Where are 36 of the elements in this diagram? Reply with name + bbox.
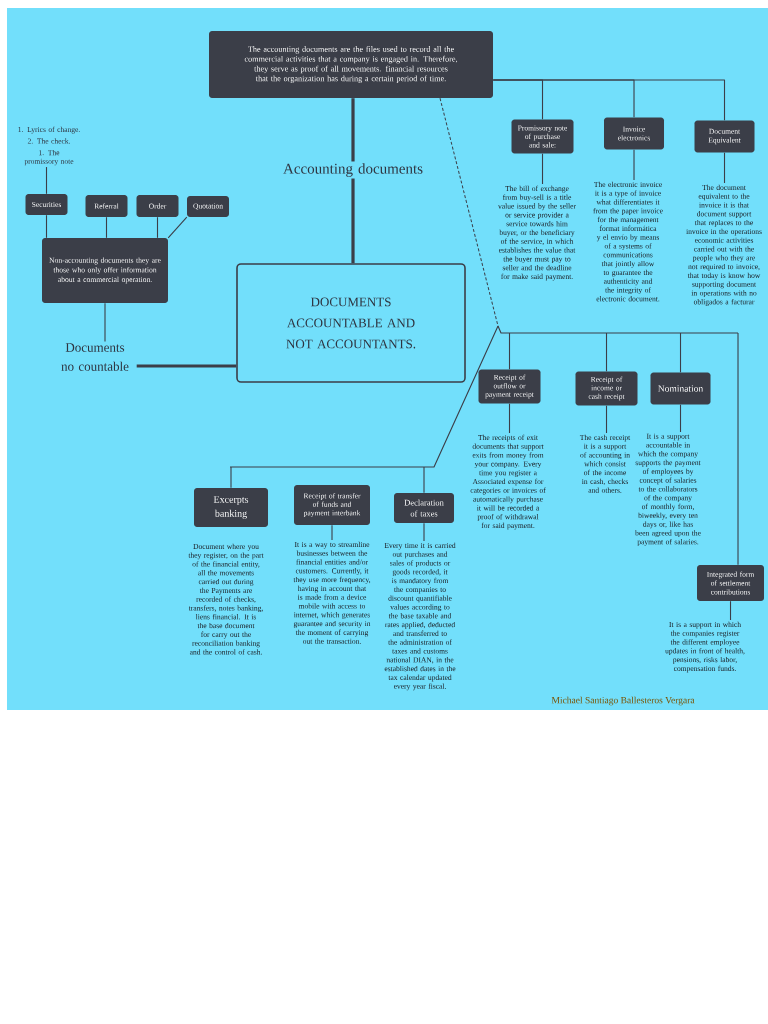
connector-line [45, 214, 48, 239]
heading-text: Documents no countable [61, 343, 129, 371]
connector-line [541, 153, 544, 185]
connector-line [229, 325, 499, 468]
connector-line [737, 332, 739, 566]
connector-line [351, 178, 355, 264]
connector-line [729, 600, 732, 621]
connector-line [331, 524, 333, 541]
title-box: DOCUMENTS ACCOUNTABLE AND NOT ACCOUNTANTS. [236, 263, 466, 383]
connector-line [439, 97, 499, 327]
connector-line [104, 302, 106, 343]
heading-text: Accounting documents [283, 163, 423, 177]
connector-line [423, 522, 425, 542]
category-box: Declaration of taxes [394, 493, 454, 523]
connector-line [156, 216, 159, 239]
author-name: Michael Santiago Ballesteros Vergara [551, 696, 695, 706]
connector-line [605, 332, 608, 372]
connector-line [105, 216, 108, 239]
connector-line [679, 332, 682, 373]
connector-line [508, 332, 511, 370]
connector-line [136, 364, 237, 368]
connector-line [605, 405, 608, 434]
category-box: Nomination [650, 372, 711, 405]
connector-line [351, 98, 355, 162]
connector-line [679, 404, 682, 433]
category-box: Excerpts banking [194, 488, 268, 527]
connector-line [633, 149, 635, 181]
connector-line [45, 166, 48, 195]
connector-line [508, 403, 511, 434]
connector-line [230, 466, 232, 489]
connector-line [723, 152, 726, 184]
connector-line [497, 325, 739, 334]
definition-box: The accounting documents are the files used to record all the commercial activities that a company is engaged in. Therefore, they serve as proof of all movements. financial resources that the organization has during a certain period of time. [209, 31, 493, 98]
connector-line [423, 466, 425, 494]
connector-line [492, 79, 726, 121]
connector-line [167, 216, 188, 239]
